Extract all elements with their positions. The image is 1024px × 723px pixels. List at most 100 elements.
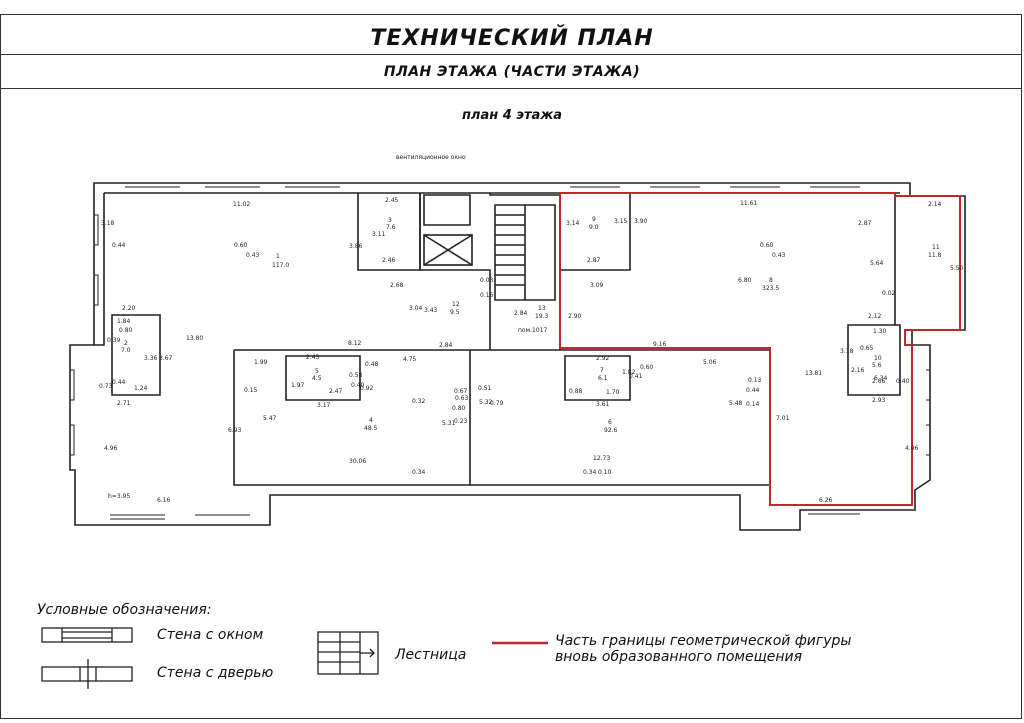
room-label: 8 [769, 277, 773, 284]
room-area: 7.6 [386, 224, 396, 231]
dimension-label: 0.60 [760, 242, 774, 249]
dimension-label: 2.71 [117, 400, 131, 407]
dimension-label: 3.67 [159, 355, 173, 362]
dimension-label: 2.93 [872, 397, 886, 404]
dimension-label: 0.43 [246, 252, 260, 259]
dimension-label: 0.79 [490, 400, 504, 407]
dimension-label: 5.06 [703, 359, 717, 366]
room-label: 6 [608, 419, 612, 426]
room-label: 13 [538, 305, 546, 312]
dimension-label: 0.14 [746, 401, 760, 408]
dimension-label: 3.43 [424, 307, 438, 314]
dimension-label: 0.73 [99, 383, 113, 390]
dimension-label: 30.06 [349, 458, 366, 465]
dimension-label: 2.47 [329, 388, 343, 395]
subtitle-divider [0, 88, 1022, 89]
dimension-label: 3.36 [144, 355, 158, 362]
dimension-label: 2.84 [439, 342, 453, 349]
room-area: 9.5 [450, 309, 460, 316]
dimension-label: 0.44 [112, 379, 126, 386]
dimension-label: 13.80 [186, 335, 203, 342]
room-area: 48.5 [364, 425, 378, 432]
dimension-label: 0.60 [640, 364, 654, 371]
room-label: 1 [276, 253, 280, 260]
dimension-label: 0.40 [351, 382, 365, 389]
dimension-label: 0.67 [454, 388, 468, 395]
dimension-label: 0.16 [480, 292, 494, 299]
dimension-label: 2.84 [514, 310, 528, 317]
dimension-label: 6.34 [874, 375, 888, 382]
dimension-label: 0.23 [454, 418, 468, 425]
dimension-label: 0.15 [244, 387, 258, 394]
dimension-label: 8.12 [348, 340, 362, 347]
dimension-label: 0.39 [107, 337, 121, 344]
dimension-label: 1.84 [117, 318, 131, 325]
dimension-label: 1.82 [622, 369, 636, 376]
dimension-label: 3.15 [614, 218, 628, 225]
dimension-label: 0.51 [478, 385, 492, 392]
room-area: 19.3 [535, 313, 549, 320]
room-label: 5 [315, 368, 319, 375]
dimension-label: 3.17 [317, 402, 331, 409]
dimension-label: 4.96 [104, 445, 118, 452]
dimension-label: 11.02 [233, 201, 250, 208]
dimension-label: 0.58 [349, 372, 363, 379]
room-area: 7.0 [121, 347, 131, 354]
dimension-label: 3.09 [590, 282, 604, 289]
dimension-label: 0.13 [748, 377, 762, 384]
dimension-label: 2.45 [306, 354, 320, 361]
dimension-label: 3.90 [634, 218, 648, 225]
dimension-label: 3.11 [372, 231, 386, 238]
room-label: 9 [592, 216, 596, 223]
dimension-label: 0.80 [119, 327, 133, 334]
legend-wall-window-label: Стена с окном [157, 627, 264, 643]
room-label: 4 [369, 417, 373, 424]
dimension-label: 3.14 [566, 220, 580, 227]
dimension-label: 0.44 [746, 387, 760, 394]
dimension-label: 1.70 [606, 389, 620, 396]
dimension-label: 1.24 [134, 385, 148, 392]
building-outline [69, 182, 966, 531]
dimension-label: 2.90 [568, 313, 582, 320]
dimension-label: 2.92 [596, 355, 610, 362]
dimension-label: 2.87 [587, 257, 601, 264]
dimension-label: 2.46 [382, 257, 396, 264]
room-labels: 1 117.0 2 7.0 3 7.6 4 48.5 5 4.5 6 92.6 … [121, 154, 942, 434]
dimension-label: 5.50 [950, 265, 964, 272]
dimension-label: 11.61 [740, 200, 757, 207]
dimension-label: 2.66 [872, 378, 886, 385]
dimension-label: 6.16 [157, 497, 171, 504]
sheet-subtitle: ПЛАН ЭТАЖА (ЧАСТИ ЭТАЖА) [383, 64, 641, 80]
dimension-label: 6.26 [819, 497, 833, 504]
plan-caption: план 4 этажа [461, 108, 563, 123]
dimension-label: 13.81 [805, 370, 822, 377]
vent-label: вентиляционное окно [396, 154, 466, 161]
room-label: 12 [452, 301, 460, 308]
dimension-label: 0.44 [112, 242, 126, 249]
room-label: 10 [874, 355, 882, 362]
dimension-label: 2.20 [122, 305, 136, 312]
legend-boundary-label: Часть границы геометрической фигуры внов… [555, 633, 852, 665]
room-area: 5.6 [872, 362, 882, 369]
dimension-label: 0.34 [412, 469, 426, 476]
dimension-label: 2.12 [868, 313, 882, 320]
room-area: 117.0 [272, 262, 289, 269]
dimension-label: 5.31 [442, 420, 456, 427]
room-area: 323.5 [762, 285, 779, 292]
sheet-title: ТЕХНИЧЕСКИЙ ПЛАН [370, 26, 654, 51]
room-area: 6.1 [598, 375, 608, 382]
dimension-label: 7.01 [776, 415, 790, 422]
room-label: 3 [388, 217, 392, 224]
dimension-label: 5.47 [263, 415, 277, 422]
dimension-label: 6.93 [228, 427, 242, 434]
dimension-label: 3.61 [596, 401, 610, 408]
new-room-boundary [559, 192, 961, 506]
dimension-label: 4.75 [403, 356, 417, 363]
dimension-label: 3.04 [409, 305, 423, 312]
dimension-label: 1.30 [873, 328, 887, 335]
dimension-label: 2.87 [858, 220, 872, 227]
legend-title: Условные обозначения: [37, 602, 212, 618]
room-area: 11.8 [928, 252, 942, 259]
